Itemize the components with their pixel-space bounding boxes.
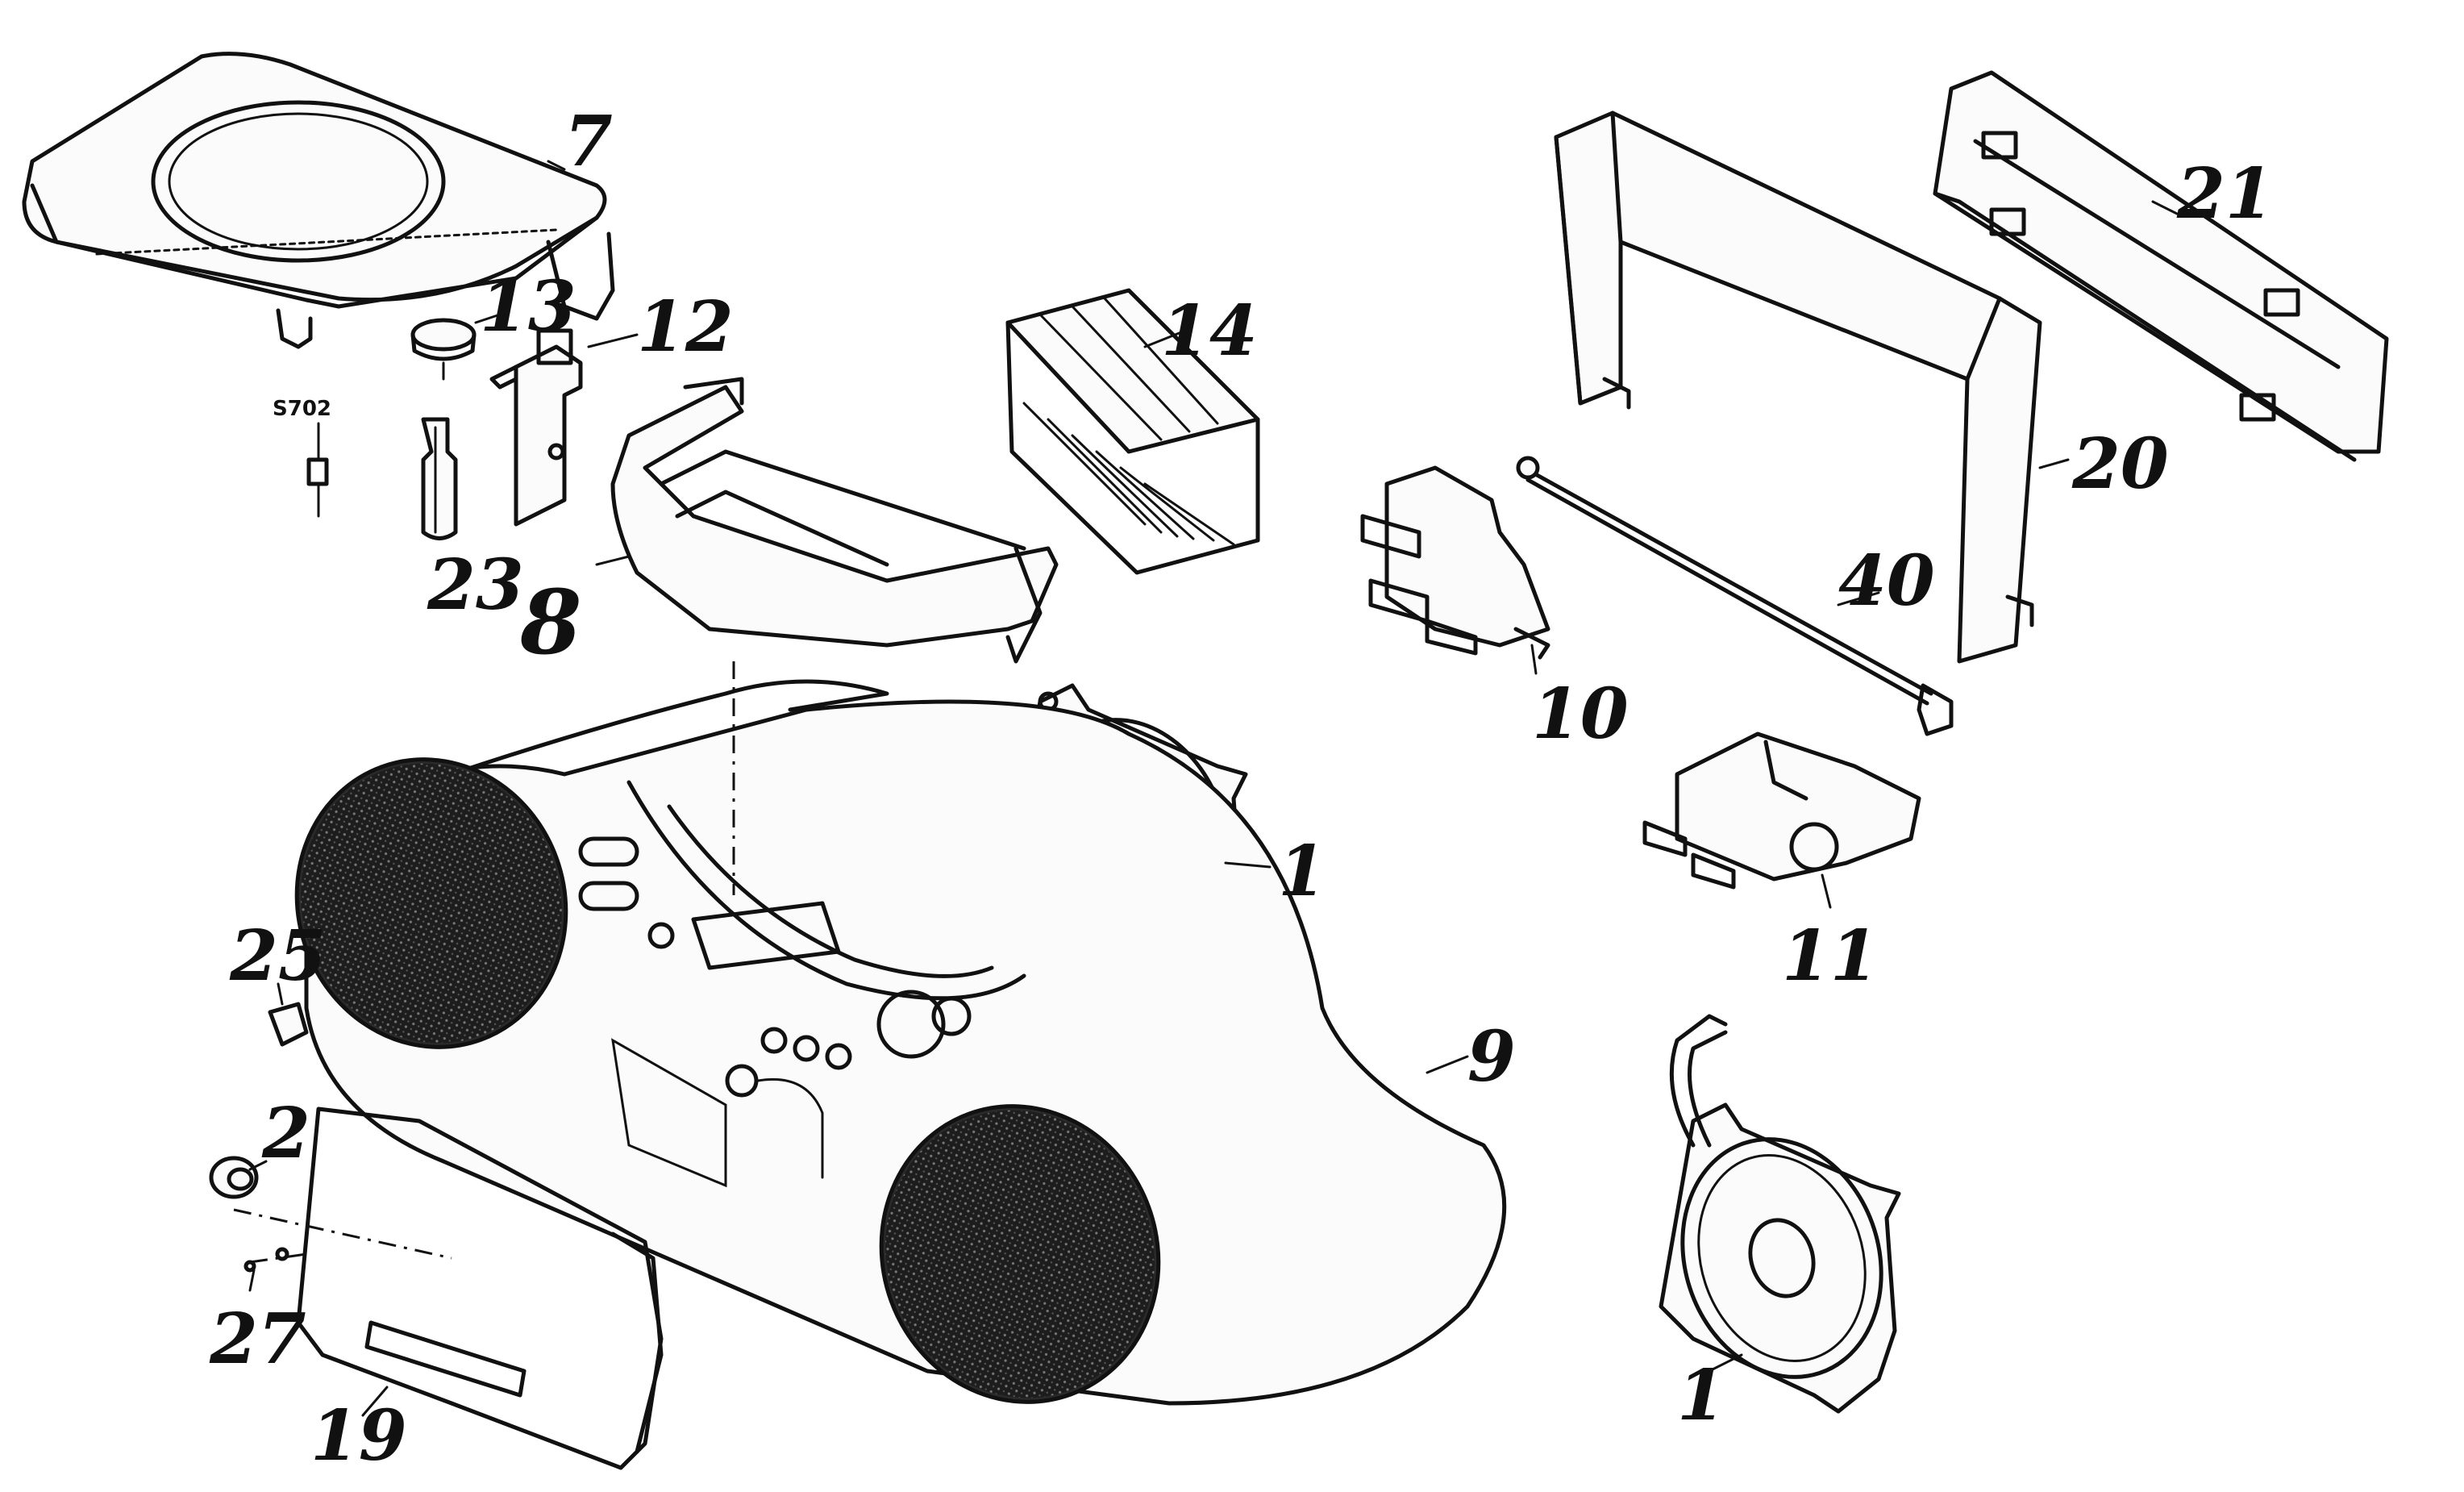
assembly-guide-lines xyxy=(233,661,735,1264)
part-20-carry-handle xyxy=(1554,110,2042,664)
callout-25: 25 xyxy=(229,915,327,997)
part-21-back-plate xyxy=(1933,70,2389,462)
callout-11: 11 xyxy=(1782,915,1879,997)
part-10-switch-unit xyxy=(1360,465,1550,660)
callout-23: 23 xyxy=(427,544,524,626)
part-2-knob xyxy=(209,1156,259,1199)
callout-20: 20 xyxy=(2071,423,2169,505)
callout-7: 7 xyxy=(564,101,613,182)
callout-14: 14 xyxy=(1161,290,1258,372)
part-7-top-cover xyxy=(22,52,615,349)
callout-1-lower: 1 xyxy=(1677,1355,1725,1436)
callout-2: 2 xyxy=(261,1093,310,1174)
part-19-cassette-door xyxy=(296,1106,664,1470)
part-23-shaft xyxy=(421,417,458,540)
callout-9: 9 xyxy=(1467,1016,1516,1098)
callout-labels: 7 13 12 S702 23 8 14 21 20 40 10 11 1 9 … xyxy=(209,101,2274,1477)
callout-40: 40 xyxy=(1838,540,1935,622)
part-40-antenna xyxy=(1516,456,1954,736)
callout-13: 13 xyxy=(480,266,576,348)
callout-21: 21 xyxy=(2176,153,2274,235)
callout-19: 19 xyxy=(310,1395,407,1477)
part-12-bracket xyxy=(489,328,583,527)
callout-10: 10 xyxy=(1532,673,1629,755)
part-9-main-cabinet xyxy=(294,679,1507,1406)
callout-1-upper: 1 xyxy=(1278,831,1326,912)
callout-s702: S702 xyxy=(273,397,331,421)
part-8-handle-bezel xyxy=(610,377,1059,664)
part-13-knob xyxy=(410,318,477,381)
part-14-key-buttons xyxy=(1005,288,1260,575)
callout-8: 8 xyxy=(519,570,582,674)
part-1-speaker-lower xyxy=(1659,1014,1901,1414)
callout-27: 27 xyxy=(209,1298,306,1380)
callout-12: 12 xyxy=(637,286,734,368)
part-11-switch-unit xyxy=(1642,731,1921,890)
leader-lines xyxy=(248,160,2179,1417)
part-25-clip xyxy=(268,1002,309,1047)
